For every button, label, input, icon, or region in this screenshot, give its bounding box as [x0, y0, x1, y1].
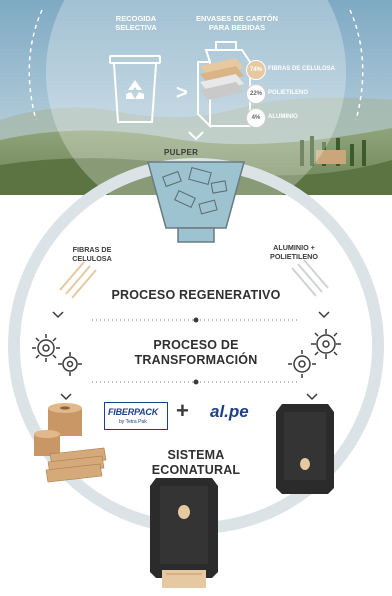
chevron-down-icon	[188, 128, 204, 146]
chevron-down-icon	[60, 388, 72, 406]
landscape-background	[0, 0, 392, 195]
composition-list: 74% FIBRAS DE CELULOSA 22% POLIETILENO 4…	[246, 60, 366, 128]
composition-item: 74% FIBRAS DE CELULOSA	[246, 60, 366, 80]
fiberpack-name: FIBERPACK	[108, 407, 159, 417]
chevron-down-icon	[306, 388, 318, 406]
composition-item: 4% ALUMINIO	[246, 108, 366, 128]
alu-poly-label: ALUMINIO + POLIETILENO	[270, 243, 318, 261]
alpe-logo: al.pe	[210, 402, 249, 421]
pulper-label: PULPER	[164, 148, 199, 157]
percent-badge: 22%	[246, 84, 266, 104]
composition-label: ALUMINIO	[268, 114, 298, 120]
dispenser-icon	[146, 474, 222, 595]
gears-icon	[286, 326, 348, 385]
composition-item: 22% POLIETILENO	[246, 84, 366, 104]
percent-badge: 4%	[246, 108, 266, 128]
selective-collection-label: RECOGIDA SELECTIVA	[115, 14, 157, 32]
composition-label: POLIETILENO	[268, 90, 309, 96]
composition-label: FIBRAS DE CELULOSA	[268, 66, 336, 72]
fiberpack-sub: by Tetra Pak	[119, 419, 147, 425]
chevron-down-icon	[52, 306, 64, 324]
paper-products-icon	[30, 402, 110, 493]
chevron-down-icon	[318, 306, 330, 324]
plus-sign: +	[176, 398, 189, 423]
percent-badge: 74%	[246, 60, 266, 80]
regenerative-process-label: PROCESO REGENERATIVO	[111, 288, 281, 302]
pulper-icon	[142, 158, 250, 253]
econatural-system-label: SISTEMA ECONATURAL	[151, 448, 241, 477]
fiberpack-logo: FIBERPACK by Tetra Pak	[104, 402, 168, 430]
chevron-right-icon: >	[176, 82, 188, 104]
recycle-bin-icon	[108, 52, 162, 131]
transformation-process-label: PROCESO DE TRANSFORMACIÓN	[134, 338, 258, 367]
cartons-label: ENVASES DE CARTÓN PARA BEBIDAS	[196, 14, 278, 32]
gears-icon	[28, 330, 90, 385]
dispenser-icon	[274, 402, 336, 501]
fibers-label: FIBRAS DE CELULOSA	[72, 245, 112, 263]
